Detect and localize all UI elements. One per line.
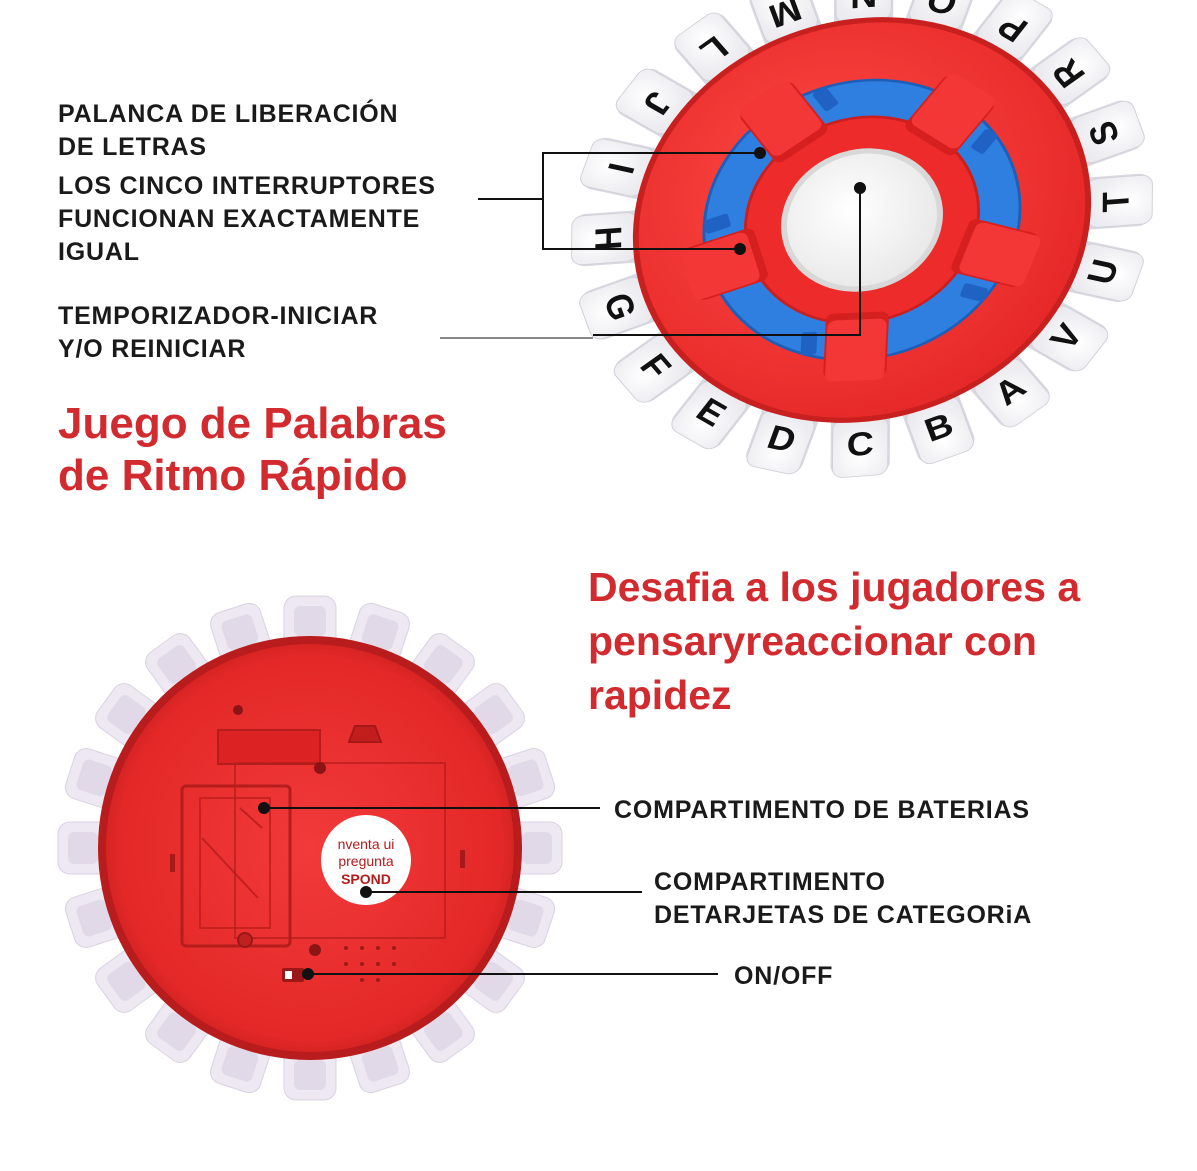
switches-label: LOS CINCO INTERRUPTORES FUNCIONAN EXACTA… xyxy=(58,170,436,269)
letter-tile-u[interactable]: U xyxy=(1057,238,1147,304)
letter-tile-glyph: T xyxy=(1095,190,1138,214)
letter-switch[interactable] xyxy=(902,70,1018,169)
letter-tile-t[interactable]: T xyxy=(1077,173,1153,231)
top-game-board: ABCDEFGHIJLMNOPRSTUV xyxy=(571,0,1153,479)
sticker-text-2: pregunta xyxy=(338,853,393,869)
cards-label: COMPARTIMENTO DETARJETAS DE CATEGORiA xyxy=(654,866,1032,932)
letter-tile-h[interactable]: H xyxy=(571,209,647,267)
headline-bottom-line-1: Desafia a los jugadores a xyxy=(588,564,1081,610)
letter-tile-glyph: H xyxy=(587,225,630,252)
headline-bottom-line-3: rapidez xyxy=(588,672,732,718)
letter-tile-c[interactable]: C xyxy=(830,408,891,479)
switches-line-1: LOS CINCO INTERRUPTORES xyxy=(58,172,436,200)
timer-line-1: TEMPORIZADOR-INICIAR xyxy=(58,302,379,330)
headline-bottom: Desafia a los jugadores a pensaryreaccio… xyxy=(588,560,1080,722)
switches-line-3: IGUAL xyxy=(58,238,140,266)
screw-hole xyxy=(233,705,243,715)
release-lever-label: PALANCA DE LIBERACIÓN DE LETRAS xyxy=(58,98,398,164)
cards-line-2: DETARJETAS DE CATEGORiA xyxy=(654,901,1033,929)
headline-top-line-1: Juego de Palabras xyxy=(58,399,447,448)
sticker-text-3: SPOND xyxy=(341,871,391,887)
release-lever-line-2: DE LETRAS xyxy=(58,133,207,161)
cards-line-1: COMPARTIMENTO xyxy=(654,868,886,896)
letter-tile-glyph: N xyxy=(850,0,877,16)
timer-label: TEMPORIZADOR-INICIAR Y/O REINICIAR xyxy=(58,300,378,366)
headline-bottom-line-2: pensaryreaccionar con xyxy=(588,618,1037,664)
letter-tile-d[interactable]: D xyxy=(742,399,822,476)
underside-body xyxy=(106,644,514,1052)
timer-button[interactable] xyxy=(770,134,955,305)
release-lever-line-1: PALANCA DE LIBERACIÓN xyxy=(58,100,399,128)
screw-hole xyxy=(314,762,326,774)
sticker-text-1: nventa ui xyxy=(338,836,395,852)
battery-label: COMPARTIMENTO DE BATERIAS xyxy=(614,796,1030,824)
headline-top-line-2: de Ritmo Rápido xyxy=(58,451,408,500)
bottom-game-board: nventa ui pregunta SPOND xyxy=(57,595,563,1101)
letter-tile-b[interactable]: B xyxy=(899,386,978,468)
letter-switch[interactable] xyxy=(941,217,1043,309)
screw-hole xyxy=(309,944,321,956)
timer-line-2: Y/O REINICIAR xyxy=(58,335,247,363)
power-label: ON/OFF xyxy=(734,962,834,990)
category-card-sticker xyxy=(321,815,411,905)
callout-lines xyxy=(264,152,861,975)
switches-line-2: FUNCIONAN EXACTAMENTE xyxy=(58,205,421,233)
letter-switch[interactable] xyxy=(735,64,850,165)
letter-tile-glyph: C xyxy=(847,424,874,463)
headline-top: Juego de Palabras de Ritmo Rápido xyxy=(58,398,447,502)
